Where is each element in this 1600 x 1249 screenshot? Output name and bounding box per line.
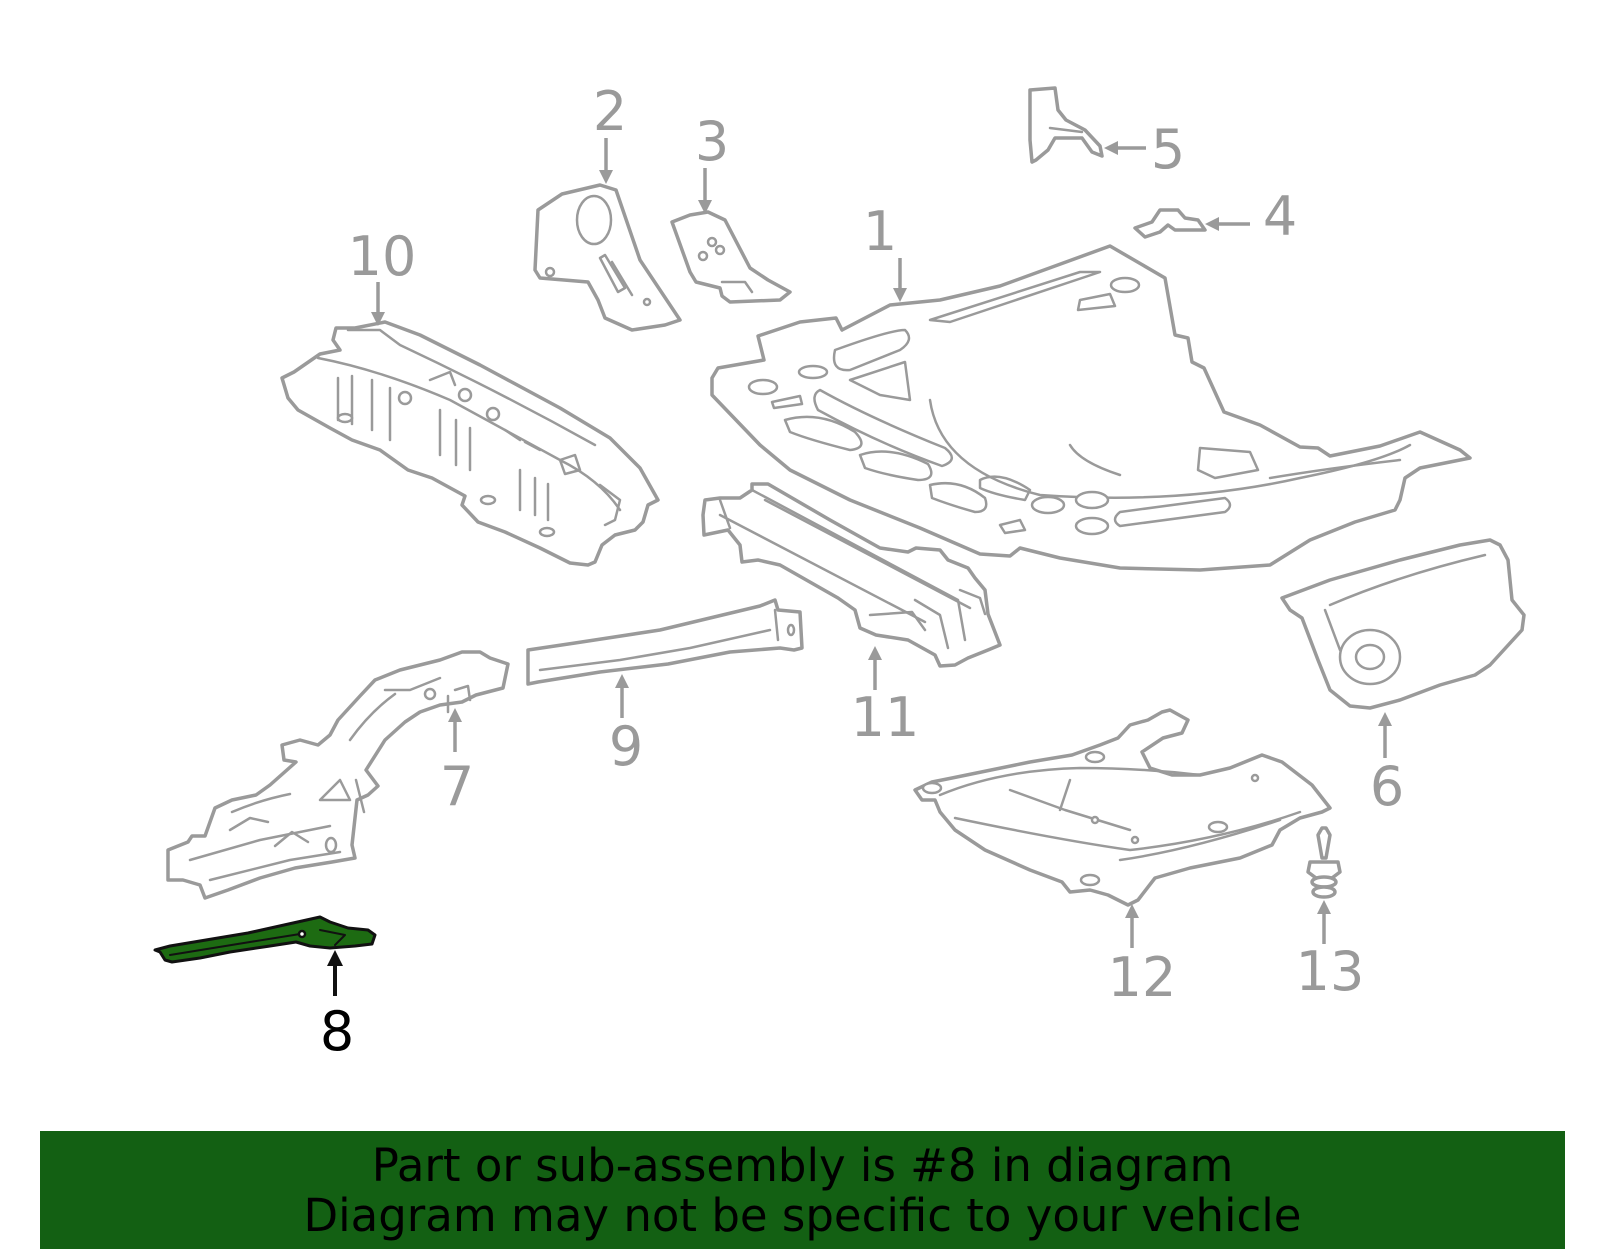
part-12-undercover[interactable] xyxy=(913,708,1332,907)
part-9-rail[interactable] xyxy=(526,598,804,686)
callout-10: 10 xyxy=(348,225,417,326)
callout-2: 2 xyxy=(593,80,627,184)
callout-6-label: 6 xyxy=(1370,755,1404,818)
callout-2-label: 2 xyxy=(593,80,627,143)
banner-line-1: Part or sub-assembly is #8 in diagram xyxy=(371,1139,1234,1192)
part-4-bracket[interactable] xyxy=(1133,208,1207,239)
callout-1-label: 1 xyxy=(863,200,897,263)
part-5-bracket[interactable] xyxy=(1028,86,1104,164)
callout-13-label: 13 xyxy=(1296,940,1365,1003)
part-11-crossmember[interactable] xyxy=(701,482,1002,668)
part-1-floor-pan[interactable] xyxy=(710,244,1472,572)
callout-9: 9 xyxy=(609,674,643,778)
parts-diagram: 1 2 3 4 5 xyxy=(153,80,1526,1063)
callout-12-label: 12 xyxy=(1108,946,1177,1009)
info-banner: Part or sub-assembly is #8 in diagram Di… xyxy=(40,1131,1565,1249)
part-2-bracket[interactable] xyxy=(533,183,682,332)
callout-3-label: 3 xyxy=(695,110,729,173)
callout-10-label: 10 xyxy=(348,225,417,288)
callout-7: 7 xyxy=(440,708,474,818)
part-8-extension-highlighted[interactable] xyxy=(153,915,377,964)
callout-13: 13 xyxy=(1296,900,1365,1003)
callout-5: 5 xyxy=(1104,118,1185,181)
callout-3: 3 xyxy=(695,110,729,214)
callout-1: 1 xyxy=(863,200,907,302)
callout-9-label: 9 xyxy=(609,715,643,778)
callout-8-label: 8 xyxy=(320,1000,354,1063)
part-7-side-member[interactable] xyxy=(166,650,510,900)
callout-5-label: 5 xyxy=(1151,118,1185,181)
callout-12: 12 xyxy=(1108,904,1177,1009)
callout-11: 11 xyxy=(851,646,920,749)
part-6-shock-tower[interactable] xyxy=(1280,538,1526,710)
part-10-cowl-panel[interactable] xyxy=(280,320,660,567)
callout-8: 8 xyxy=(320,950,354,1063)
banner-line-2: Diagram may not be specific to your vehi… xyxy=(303,1189,1302,1242)
callout-4: 4 xyxy=(1205,185,1297,248)
part-13-clip[interactable] xyxy=(1306,826,1342,899)
callout-4-label: 4 xyxy=(1263,185,1297,248)
callout-7-label: 7 xyxy=(440,755,474,818)
callout-11-label: 11 xyxy=(851,686,920,749)
callout-6: 6 xyxy=(1370,712,1404,818)
part-3-bracket[interactable] xyxy=(670,210,792,304)
